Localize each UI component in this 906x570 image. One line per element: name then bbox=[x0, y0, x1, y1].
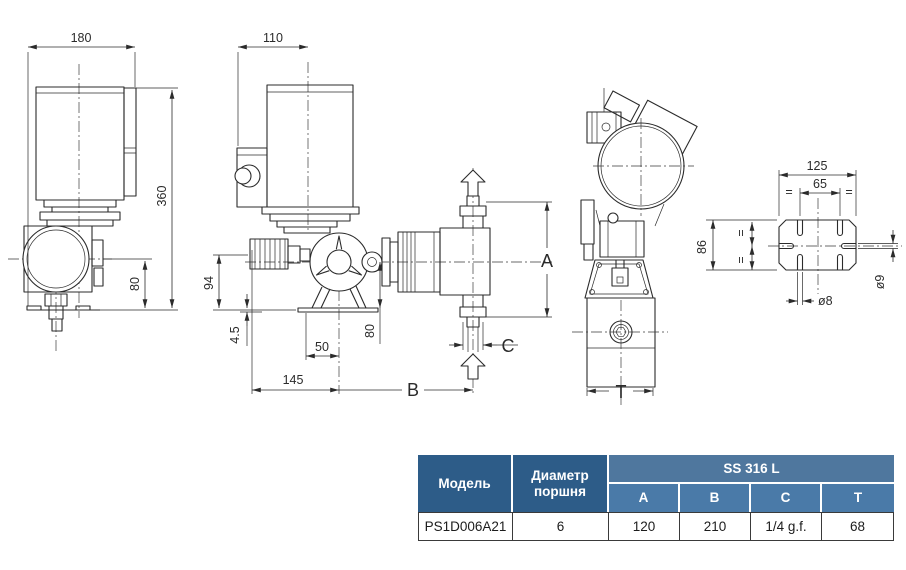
col-header-piston-diameter: Диаметр поршня bbox=[513, 455, 607, 512]
dim-145: 145 bbox=[283, 373, 304, 387]
equal-mark-right: = bbox=[845, 185, 852, 199]
view-base-plate-plan: 125 65 = = 86 = = ø8 ø9 bbox=[695, 159, 902, 308]
cell-t: 68 bbox=[822, 512, 894, 541]
dim-label-t: T bbox=[616, 382, 627, 402]
dim-dia-9: ø9 bbox=[873, 275, 887, 290]
view-left-elevation: 180 360 80 bbox=[8, 31, 178, 352]
dim-94: 94 bbox=[202, 276, 216, 290]
dim-label-c: C bbox=[502, 336, 515, 356]
technical-drawing: 180 360 80 bbox=[8, 31, 902, 405]
cell-c: 1/4 g.f. bbox=[751, 512, 822, 541]
dim-4-5: 4.5 bbox=[228, 326, 242, 343]
col-header-b: B bbox=[680, 484, 749, 512]
dim-50: 50 bbox=[315, 340, 329, 354]
dim-label-b: B bbox=[407, 380, 419, 400]
col-header-a: A bbox=[609, 484, 678, 512]
dim-180: 180 bbox=[71, 31, 92, 45]
specification-table: Модель Диаметр поршня SS 316 L A B C T P… bbox=[418, 455, 894, 541]
flow-arrow-up-top bbox=[460, 169, 486, 197]
flow-arrow-up-bottom bbox=[460, 353, 486, 380]
cell-model: PS1D006A21 bbox=[418, 512, 513, 541]
dim-80-side: 80 bbox=[363, 324, 377, 338]
dim-125: 125 bbox=[807, 159, 828, 173]
dim-110: 110 bbox=[263, 31, 283, 45]
dim-label-a: A bbox=[541, 251, 553, 271]
dim-86: 86 bbox=[695, 240, 709, 254]
equal-mark-left: = bbox=[785, 185, 792, 199]
dim-65: 65 bbox=[813, 177, 827, 191]
dim-dia-8: ø8 bbox=[818, 294, 833, 308]
col-header-model: Модель bbox=[418, 455, 511, 512]
col-header-c: C bbox=[751, 484, 820, 512]
view-front-elevation: T bbox=[572, 88, 698, 405]
equal-mark-bottom: = bbox=[734, 256, 748, 263]
cell-piston-diameter: 6 bbox=[513, 512, 609, 541]
col-header-t: T bbox=[822, 484, 894, 512]
view-side-elevation: 110 94 4.5 50 80 145 B A C bbox=[202, 31, 553, 400]
dim-80-left: 80 bbox=[128, 277, 142, 291]
cell-a: 120 bbox=[609, 512, 680, 541]
cell-b: 210 bbox=[680, 512, 751, 541]
col-group-header-material: SS 316 L bbox=[609, 455, 894, 482]
dim-360: 360 bbox=[155, 186, 169, 207]
equal-mark-top: = bbox=[734, 229, 748, 236]
